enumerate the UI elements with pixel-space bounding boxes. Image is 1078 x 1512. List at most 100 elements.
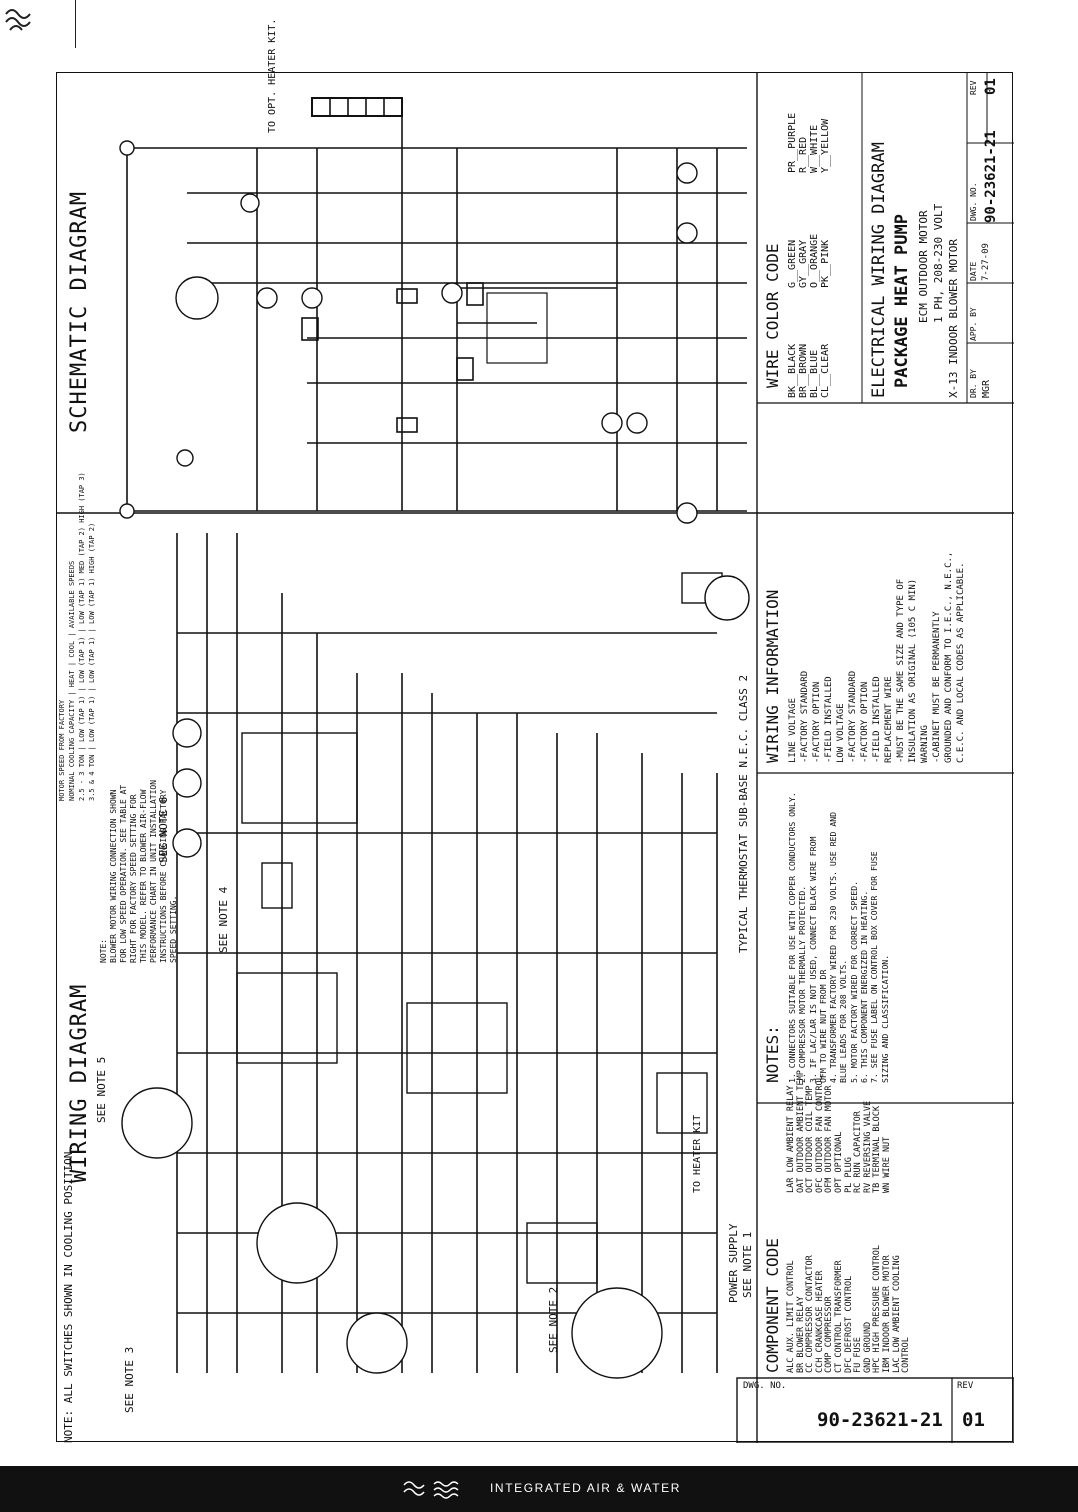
row-cap: 2.5 - 3 TON [78,754,86,801]
note-item: BLUE LEADS FOR 208 VOLTS. [838,959,849,1083]
see-note-5: SEE NOTE 5 [95,1056,108,1123]
wiring-devices [121,575,750,1379]
wire-color-col2: G__GREEN GY__GRAY O__ORANGE PK__PINK [787,234,831,288]
brand-logo-icon [0,0,76,48]
component-entry: CONTROL [901,1337,912,1373]
title-main: ELECTRICAL WIRING DIAGRAM [869,142,889,398]
blower-note-line: NOTE: [99,938,108,963]
wiring-info-line: INSULATION AS ORIGINAL (105 C MIN) [908,578,918,763]
title-line1: ECM OUTDOOR MOTOR [917,210,930,323]
wiring-info-line: LINE VOLTAGE [788,697,798,763]
speed-table-header: NOMINAL COOLING CAPACITY | HEAT | COOL |… [68,560,76,801]
note-item: OFM TO WIRE NUT FROM DR [817,969,828,1083]
blower-note-line: BLOWER MOTOR WIRING CONNECTION SHOWN [109,789,118,963]
wiring-info-title: WIRING INFORMATION [763,589,782,763]
wiring-info-line: -FIELD INSTALLED [824,676,834,763]
speed-row: 2.5 - 3 TON | LOW (TAP 1) | LOW (TAP 1) … [78,472,86,801]
see-note-3: SEE NOTE 3 [123,1346,136,1413]
header-heat: HEAT [68,670,76,688]
row-speed: MED (TAP 2) [78,527,86,574]
blower-note-line: THIS MODEL. REFER TO BLOWER AIR-FLOW [139,789,148,963]
wiring-lines [176,533,723,1373]
rev-label: REV [969,80,978,95]
color-entry: BL__BLUE [809,349,820,398]
wiring-info-line: GROUNDED AND CONFORM TO I.E.C., N.E.C., [944,551,954,763]
component-code-title: COMPONENT CODE [763,1238,782,1373]
schematic-wiring [126,97,747,512]
see-note-2: SEE NOTE 2 [547,1286,560,1353]
wiring-info-line: -FACTORY STANDARD [800,670,810,763]
color-entry: GY__GRAY [798,239,809,288]
bottom-dwg-label: DWG. NO. [743,1381,787,1391]
note-item: 4. TRANSFORMER FACTORY WIRED FOR 230 VOL… [828,811,839,1083]
to-heater-label: TO HEATER KIT [692,1114,703,1193]
bottom-dwg-value: 90-23621-21 [817,1409,943,1431]
blower-note-line: INSTRUCTIONS BEFORE CHANGING FACTORY [159,789,168,963]
thermostat-label: TYPICAL THERMOSTAT SUB-BASE N.E.C. CLASS… [737,674,750,953]
rev-value: 01 [983,78,999,95]
blower-note-line: FOR LOW SPEED OPERATION. SEE TABLE AT [119,784,128,963]
dr-by-label: DR. BY [969,369,978,398]
blower-note-line: RIGHT FOR FACTORY SPEED SETTING FOR [129,794,138,963]
component-entry: WN WIRE NUT [881,1136,892,1193]
app-by-label: APP. BY [969,307,978,341]
see-note-1: SEE NOTE 1 [741,1231,754,1298]
dwg-no-value: 90-23621-21 [983,130,999,223]
component-code-col1: ALC AUX. LIMIT CONTROL BR BLOWER RELAY C… [786,1245,912,1373]
date-value: 7-27-09 [981,243,991,281]
dwg-no-label: DWG. NO. [969,182,978,221]
footer-bar: INTEGRATED AIR & WATER [0,1466,1078,1512]
to-opt-heater-label: TO OPT. HEATER KIT. [267,18,278,133]
dr-by-value: MGR [981,379,992,398]
power-supply-label: POWER SUPPLY [727,1223,740,1303]
note-item: SIZING AND CLASSIFICATION. [879,954,890,1083]
color-entry: O__ORANGE [809,233,820,288]
title-line2: 1 PH, 208-230 VOLT [932,203,945,323]
note-item: 7. SEE FUSE LABEL ON CONTROL BOX COVER F… [869,851,880,1083]
row-heat: LOW (TAP 1) [88,695,96,742]
color-entry: BR__BROWN [798,343,809,398]
note-item: 5. MOTOR FACTORY WIRED FOR CORRECT SPEED… [848,880,859,1083]
wire-color-title: WIRE COLOR CODE [763,243,782,389]
brand-waves-icon [400,1476,470,1506]
color-entry: G__GREEN [787,239,798,288]
bottom-rev-value: 01 [962,1409,985,1431]
wire-color-col3: PR__PURPLE R__RED W__WHITE Y__YELLOW [787,113,831,173]
blower-note-line: SPEED SETTING. [169,895,178,963]
wiring-info-line: -FACTORY OPTION [860,681,870,763]
row-speed: HIGH (TAP 3) [78,472,86,523]
color-entry: PK__PINK [820,239,831,288]
wiring-info-line: -FIELD INSTALLED [872,676,882,763]
row-cap: 3.5 & 4 TON [88,754,96,801]
schematic-title: SCHEMATIC DIAGRAM [67,190,92,433]
color-entry: BK__BLACK [787,343,798,398]
wiring-info-line: C.E.C. AND LOCAL CODES AS APPLICABLE. [956,562,966,763]
wiring-info-line: -FACTORY OPTION [812,681,822,763]
row-cool: LOW (TAP 1) [78,636,86,683]
title-line3: X-13 INDOOR BLOWER MOTOR [947,239,960,398]
color-entry: R__RED [798,136,809,173]
schematic-devices [119,140,698,524]
note-item: 3. IF LAC/LAR IS NOT USED, CONNECT BLACK… [807,836,818,1083]
notes-title: NOTES: [763,1025,782,1083]
footer-brand: INTEGRATED AIR & WATER [490,1481,681,1495]
see-note-4: SEE NOTE 4 [217,886,230,953]
color-entry: W__WHITE [809,124,820,173]
speed-table: MOTOR SPEED FROM FACTORY NOMINAL COOLING… [57,472,97,801]
title-sub: PACKAGE HEAT PUMP [892,214,912,388]
wiring-info-list: LINE VOLTAGE -FACTORY STANDARD -FACTORY … [787,552,967,763]
speed-table-top-header: MOTOR SPEED FROM FACTORY [58,699,66,801]
component-code-col2: LAR LOW AMBIENT RELAY OAT OUTDOOR AMBIEN… [786,1070,893,1193]
color-entry: CL__CLEAR [820,343,831,398]
notes-list: 1. CONNECTORS SUITABLE FOR USE WITH COPP… [787,792,890,1083]
note-item: 2. COMPRESSOR MOTOR THERMALLY PROTECTED. [797,885,808,1083]
switches-note: NOTE: ALL SWITCHES SHOWN IN COOLING POSI… [62,1144,75,1443]
speed-row: 3.5 & 4 TON | LOW (TAP 1) | LOW (TAP 1) … [88,522,96,801]
row-speed: LOW (TAP 1) [78,577,86,624]
blower-note: NOTE: BLOWER MOTOR WIRING CONNECTION SHO… [99,780,179,963]
wiring-info-line: REPLACEMENT WIRE [884,676,894,763]
wiring-info-line: WARNING [920,725,930,763]
wire-color-col1: BK__BLACK BR__BROWN BL__BLUE CL__CLEAR [787,344,831,398]
diagram-sheet: SCHEMATIC DIAGRAM WIRING DIAGRAM NOTE: A… [56,19,1015,1444]
wiring-info-line: LOW VOLTAGE [836,703,846,763]
